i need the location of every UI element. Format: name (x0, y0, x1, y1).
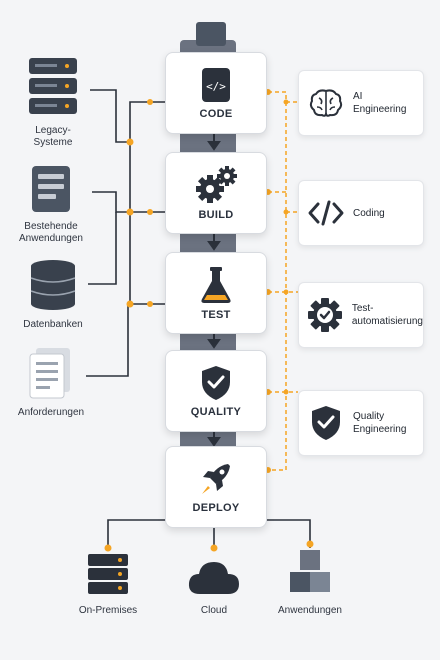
gears-icon (196, 166, 237, 203)
wire-req (86, 304, 129, 377)
shield-check-icon (202, 366, 230, 400)
stage-build: BUILD (165, 152, 267, 234)
source-db: Datenbanken (8, 258, 98, 331)
flask-icon (201, 267, 231, 303)
target-on-premises: On-Premises (63, 550, 153, 616)
rocket-icon (202, 464, 230, 494)
source-label: Datenbanken (23, 319, 83, 330)
stage-deploy: DEPLOY (165, 446, 267, 528)
wire-db (88, 212, 117, 285)
gear-check-icon (308, 298, 343, 332)
stage-label: TEST (201, 309, 231, 321)
capability-label: Test-automatisierung (351, 303, 423, 327)
stage-label: QUALITY (190, 406, 242, 418)
cloud-icon (188, 562, 239, 594)
server-stack-icon (88, 554, 128, 594)
target-label: Anwendungen (278, 605, 342, 616)
stage-test: TEST (165, 252, 267, 334)
target-label: On-Premises (78, 605, 138, 616)
capability-label: Coding (353, 207, 385, 219)
target-label: Cloud (200, 605, 228, 616)
database-icon (30, 260, 76, 310)
wire-legacy (90, 89, 130, 143)
svg-text:</>: </> (206, 80, 226, 93)
target-apps: Anwendungen (265, 546, 355, 616)
shield-check-icon (312, 406, 340, 440)
capability-test-automation: Test-automatisierung (298, 282, 424, 348)
stage-label: DEPLOY (192, 502, 240, 514)
source-label: Anforderungen (17, 407, 85, 418)
stage-label: BUILD (198, 209, 234, 221)
cubes-icon (290, 550, 330, 592)
brain-icon (309, 89, 343, 117)
documents-icon (29, 348, 70, 399)
code-brackets-icon (308, 200, 344, 226)
stage-quality: QUALITY (165, 350, 267, 432)
document-stack-icon (32, 166, 70, 212)
stage-code: </> CODE (165, 52, 267, 134)
stage-label: CODE (199, 108, 233, 120)
code-file-icon: </> (202, 68, 230, 102)
server-rack-icon (29, 58, 77, 114)
source-legacy: Legacy-Systeme (8, 56, 98, 149)
target-cloud: Cloud (169, 556, 259, 616)
pipeline-top-cap (196, 22, 226, 46)
source-label: Legacy-Systeme (33, 125, 73, 148)
source-req: Anforderungen (6, 346, 96, 419)
wire-apps (92, 191, 130, 213)
capability-coding: Coding (298, 180, 424, 246)
